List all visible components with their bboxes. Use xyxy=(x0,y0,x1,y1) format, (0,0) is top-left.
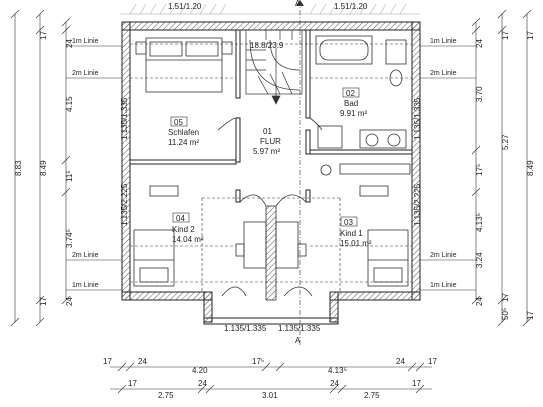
dim-label: 3.74⁵ xyxy=(65,229,74,248)
dim-label: 8.49 xyxy=(39,160,48,176)
linie-label: 1m Linie xyxy=(430,282,457,289)
dim-label: 24 xyxy=(396,357,405,366)
window-dim-bottom-right: 1.135/1.335 xyxy=(278,324,321,333)
stair-label: 18.8/23.9 xyxy=(250,41,284,50)
dim-label: 24 xyxy=(475,39,484,48)
linie-label: 2m Linie xyxy=(72,252,99,259)
dim-label: 8.83 xyxy=(14,160,23,176)
room-name: Schlafen xyxy=(168,128,199,137)
room-area: 15.01 m² xyxy=(340,239,372,248)
dim-label: 17 xyxy=(501,293,510,302)
linie-label: 2m Linie xyxy=(430,252,457,259)
dim-lines-horizontal xyxy=(110,362,432,394)
dim-label: 2.75 xyxy=(158,391,174,400)
linie-label: 1m Linie xyxy=(72,282,99,289)
dim-label: 24 xyxy=(65,297,74,306)
dim-label: 24 xyxy=(138,357,147,366)
dim-label: 3.24 xyxy=(475,252,484,268)
dim-label: 17 xyxy=(526,311,535,320)
section-marker-top: A xyxy=(295,0,301,8)
dim-label: 4.13⁵ xyxy=(328,366,347,375)
dim-label: 24 xyxy=(475,297,484,306)
dim-label: 5.27 xyxy=(501,134,510,150)
room-number: 04 xyxy=(176,214,185,223)
inner-walls xyxy=(129,29,413,203)
room-area: 11.24 m² xyxy=(168,138,199,147)
center-core xyxy=(217,117,323,301)
outer-walls xyxy=(121,21,421,325)
dim-label: 3.70 xyxy=(475,86,484,102)
room-name: Kind 1 xyxy=(340,229,363,238)
linie-label: 1m Linie xyxy=(430,38,457,45)
bed-kind2 xyxy=(133,185,179,287)
room-kind2: 04 Kind 2 14.04 m² xyxy=(172,212,204,244)
section-arrow-top xyxy=(296,0,304,6)
window-dim-right-lower: 1.135/2.225 xyxy=(413,183,422,226)
room-number: 02 xyxy=(346,89,355,98)
room-name: FLUR xyxy=(260,137,281,146)
window-dim-bottom-left: 1.135/1.335 xyxy=(224,324,267,333)
window-dim-left-upper: 1.135/1.335 xyxy=(120,97,129,140)
room-number: 03 xyxy=(344,218,353,227)
window-dim-top-left: 1.51/1.20 xyxy=(168,2,202,11)
room-name: Kind 2 xyxy=(172,225,195,234)
bath-fixtures xyxy=(315,35,411,176)
dim-label: 24 xyxy=(198,379,207,388)
window-dim-top-right: 1.51/1.20 xyxy=(334,2,368,11)
room-kind1: 03 Kind 1 15.01 m² xyxy=(340,216,372,248)
dim-label: 3.01 xyxy=(262,391,278,400)
linie-label: 2m Linie xyxy=(72,70,99,77)
dim-label: 17 xyxy=(103,357,112,366)
bed-kind1 xyxy=(359,185,409,287)
dim-lines-vertical xyxy=(10,9,532,327)
dim-label: 17⁵ xyxy=(252,357,264,366)
roof-hatch xyxy=(120,3,420,15)
dim-label: 8.49 xyxy=(526,160,535,176)
dim-label: 24 xyxy=(65,39,74,48)
room-number: 01 xyxy=(263,127,272,136)
bed-schlafen xyxy=(135,37,233,93)
dim-label: 4.13⁵ xyxy=(475,213,484,232)
dim-label: 17 xyxy=(39,31,48,40)
linie-label: 2m Linie xyxy=(430,70,457,77)
room-area: 9.91 m² xyxy=(340,109,367,118)
dim-label: 4.15 xyxy=(65,96,74,112)
linie-label: 1m Linie xyxy=(72,38,99,45)
dim-label: 17⁵ xyxy=(475,164,484,176)
room-bad: 02 Bad 9.91 m² xyxy=(340,87,367,118)
dim-label: 17 xyxy=(428,357,437,366)
dim-label: 4.20 xyxy=(192,366,208,375)
dim-label: 17 xyxy=(128,379,137,388)
dim-label: 11⁵ xyxy=(65,170,74,182)
dim-label: 17 xyxy=(501,31,510,40)
room-name: Bad xyxy=(344,99,358,108)
room-area: 14.04 m² xyxy=(172,235,204,244)
window-dim-left-lower: 1.135/2.225 xyxy=(120,183,129,226)
room-area: 5.97 m² xyxy=(253,147,280,156)
linie-lines xyxy=(66,45,476,291)
room-number: 05 xyxy=(174,118,183,127)
room-schlafen: 05 Schlafen 11.24 m² xyxy=(168,116,199,147)
dim-label: 2.75 xyxy=(364,391,380,400)
stair xyxy=(245,29,303,105)
dim-label: 17 xyxy=(526,31,535,40)
dim-label: 17 xyxy=(412,379,421,388)
dim-label: 17 xyxy=(39,297,48,306)
room-flur: 01 FLUR 5.97 m² xyxy=(253,127,281,156)
dim-label: 50⁵ xyxy=(501,308,510,320)
section-marker-bottom: A xyxy=(295,336,301,345)
dim-label: 24 xyxy=(330,379,339,388)
window-dim-right-upper: 1.135/1.335 xyxy=(413,97,422,140)
